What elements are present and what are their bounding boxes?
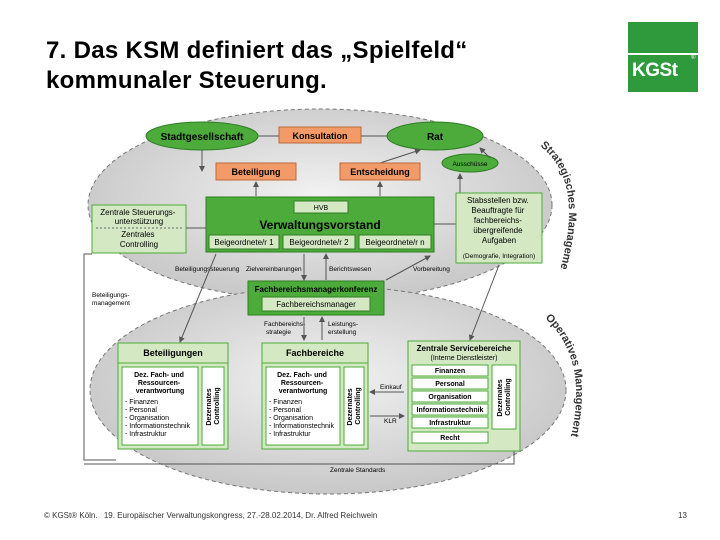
fachbereichsmanager-label: Fachbereichsmanager — [276, 300, 356, 309]
beteiligungsmanagement-frame — [83, 253, 116, 461]
verwaltungsvorstand-label: Verwaltungsvorstand — [259, 218, 380, 232]
entscheidung-label: Entscheidung — [350, 167, 410, 177]
service-label: Zentrale Servicebereiche — [417, 344, 512, 353]
beteiligung-label: Beteiligung — [232, 167, 281, 177]
beteiligungen-inner — [121, 366, 199, 446]
service-item-finanzen: Finanzen — [435, 368, 465, 375]
beteiligungssteuerung-label: Beteiligungssteuerung — [175, 266, 240, 273]
fbmk-label: Fachbereichsmanagerkonferenz — [255, 285, 378, 294]
beteiligungsmanagement-label: Beteiligungs- management — [92, 292, 131, 307]
page-number: 13 — [678, 511, 687, 520]
beteiligungen-controlling-box — [201, 366, 225, 446]
service-item-personal: Personal — [435, 381, 465, 388]
service-item-personal-box — [411, 377, 489, 390]
beigeordnete-2-label: Beigeordnete/r 2 — [289, 238, 349, 247]
beigeordnete-n-label: Beigeordnete/r n — [365, 238, 424, 247]
rat-shape — [386, 121, 484, 151]
fachbereiche-label: Fachbereiche — [286, 348, 344, 358]
einkauf-label: Einkauf — [380, 384, 402, 391]
beigeordnete-1-label: Beigeordnete/r 1 — [214, 238, 274, 247]
zentrales-controlling-label: Zentrales Controlling — [120, 230, 158, 249]
entscheidung-to-rat-line — [379, 148, 421, 164]
zentrale-standards-label: Zentrale Standards — [330, 467, 386, 474]
beteiligung-box — [215, 162, 297, 181]
ausschuesse-shape — [441, 153, 499, 173]
service-item-recht-box — [411, 431, 489, 444]
stabsstellen-to-service-line — [469, 264, 500, 341]
footer-event: 19. Europäischer Verwaltungskongress, 27… — [103, 511, 378, 520]
zielvereinbarungen-label: Zielvereinbarungen — [246, 266, 302, 273]
fachbereiche-controlling-label: Dezernates Controlling — [347, 386, 362, 425]
logo-divider — [628, 53, 698, 55]
konsultation-label: Konsultation — [293, 131, 348, 141]
service-items: Finanzen Personal Organisation Informati… — [411, 364, 489, 444]
footer-copyright: © KGSt® Köln. — [44, 511, 98, 520]
leistungserstellung-label: Leistungs- erstellung — [328, 321, 360, 336]
service-item-recht: Recht — [440, 435, 460, 442]
service-item-infrastruktur: Infrastruktur — [429, 420, 471, 427]
interne-dienstleister-label: (Interne Dienstleister) — [431, 355, 498, 362]
logo-registered-mark: ® — [691, 55, 696, 61]
ausschuesse-to-rat-line — [479, 147, 491, 159]
title-line-1: 7. Das KSM definiert das „Spielfeld“ — [46, 37, 468, 64]
konsultation-box — [278, 126, 362, 144]
vorbereitung-label: Vorbereitung — [413, 266, 450, 273]
fachbereichsstrategie-label: Fachbereichs- strategie — [264, 321, 307, 336]
service-item-infrastruktur-box — [411, 416, 489, 429]
demografie-label: (Demografie, Integration) — [463, 253, 535, 260]
stabsstellen-label: Stabsstellen bzw. Beauftragte für fachbe… — [467, 196, 531, 245]
beteiligungen-resources: - Finanzen - Personal - Organisation - I… — [125, 399, 192, 438]
kgst-logo: KGSt ® — [628, 22, 698, 92]
beigeordnete-1-box — [208, 234, 280, 250]
fachbereichsmanager-box — [261, 296, 371, 312]
fachbereiche-inner — [265, 366, 341, 446]
hvb-box — [293, 200, 349, 214]
service-item-organisation-box — [411, 390, 489, 403]
fachbereiche-dez-label: Dez. Fach- und Ressourcen- verantwortung — [277, 372, 329, 395]
service-item-organisation: Organisation — [428, 394, 471, 401]
footer: © KGSt® Köln. 19. Europäischer Verwaltun… — [44, 511, 381, 520]
entscheidung-box — [339, 162, 421, 181]
beigeordnete-n-box — [358, 234, 432, 250]
stadtgesellschaft-label: Stadtgesellschaft — [161, 132, 244, 143]
title-line-2: kommunaler Steuerung. — [46, 67, 328, 94]
beteiligungen-controlling-label: Dezernates Controlling — [206, 386, 221, 425]
berichtswesen-label: Berichtswesen — [329, 266, 372, 273]
fachbereiche-controlling-box — [343, 366, 365, 446]
service-controlling-box — [491, 364, 517, 430]
service-item-it: Informationstechnik — [417, 407, 484, 414]
rat-label: Rat — [427, 132, 444, 143]
service-item-it-box — [411, 403, 489, 416]
ausschuesse-label: Ausschüsse — [452, 161, 487, 168]
klr-label: KLR — [384, 418, 397, 425]
service-item-finanzen-box — [411, 364, 489, 377]
beteiligungen-dez-label: Dez. Fach- und Ressourcen- verantwortung — [134, 372, 186, 395]
beteiligungssteuerung-arrow — [179, 253, 217, 343]
logo-text: KGSt — [632, 60, 678, 81]
service-controlling-label: Dezernates Controlling — [497, 377, 512, 416]
page-title: 7. Das KSM definiert das „Spielfeld“ kom… — [46, 36, 566, 96]
beigeordnete-2-box — [282, 234, 356, 250]
beteiligungen-label: Beteiligungen — [143, 348, 203, 358]
fachbereiche-resources: - Finanzen - Personal - Organisation - I… — [269, 399, 336, 438]
hvb-label: HVB — [314, 205, 329, 212]
zentrale-steuerung-box — [91, 204, 187, 254]
stabsstellen-box — [455, 192, 543, 264]
vorbereitung-arrow — [385, 255, 431, 281]
zentrale-steuerung-label: Zentrale Steuerungs- unterstützung — [100, 208, 177, 226]
